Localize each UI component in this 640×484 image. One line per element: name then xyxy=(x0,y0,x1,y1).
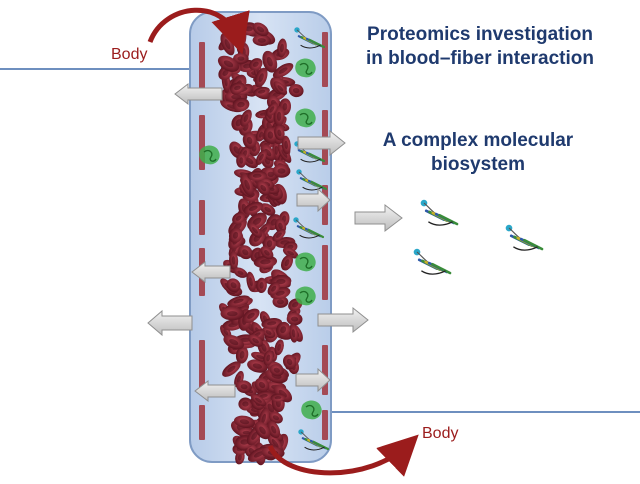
pore-bar xyxy=(199,340,205,390)
arrow-left-icon xyxy=(191,260,231,284)
arrow-right-icon xyxy=(354,203,403,233)
free-proteins xyxy=(413,199,544,275)
pore-bar xyxy=(199,405,205,440)
arrow-left-icon xyxy=(174,82,223,106)
permeation-arrows xyxy=(147,82,403,403)
body-label-in: Body xyxy=(111,46,148,63)
arrow-left-icon xyxy=(194,379,236,403)
pore-bar xyxy=(199,42,205,100)
arrow-right-icon xyxy=(317,306,369,334)
pore-bar xyxy=(199,200,205,235)
arrow-left-icon xyxy=(147,309,193,337)
title-line-1: Proteomics investigation xyxy=(367,24,593,45)
pore-bar xyxy=(322,32,328,87)
arrow-right-icon xyxy=(296,187,331,213)
pore-bar xyxy=(322,245,328,300)
title: Proteomics investigation in blood–fiber … xyxy=(335,23,625,71)
subtitle-line-1: A complex molecular xyxy=(382,130,574,151)
pore-bar xyxy=(322,410,328,440)
arrow-right-icon xyxy=(297,129,346,157)
arrow-right-icon xyxy=(295,367,331,393)
pore-bar xyxy=(322,345,328,395)
title-line-2: in blood–fiber interaction xyxy=(365,48,594,69)
subtitle-line-2: biosystem xyxy=(431,154,525,175)
body-label-out: Body xyxy=(422,425,459,442)
proteins-in-fiber xyxy=(199,27,330,451)
red-blood-cell-icon xyxy=(217,22,304,466)
flow-out-arrow xyxy=(267,434,419,477)
subtitle: A complex molecular biosystem xyxy=(348,129,608,177)
flow-in-arrow xyxy=(147,7,250,55)
